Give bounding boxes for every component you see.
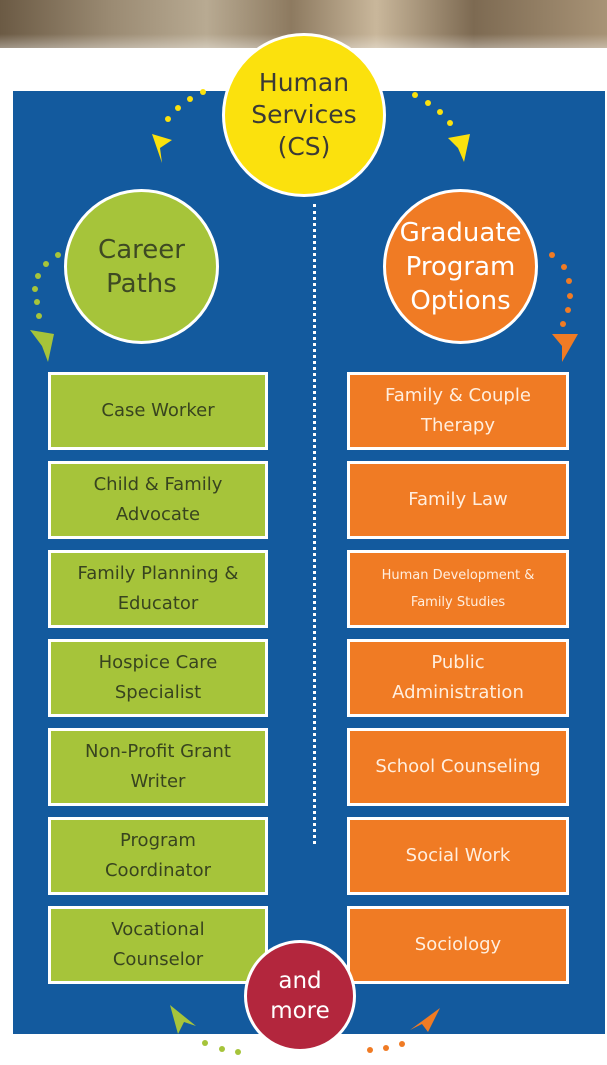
career-item-label: Writer [130,771,186,792]
graduate-item-family-law: Family Law [347,461,569,539]
career-item-label: Hospice Care [98,652,218,673]
career-item-family-planning-educator: Family Planning & Educator [48,550,268,628]
career-item-label: Case Worker [101,400,215,421]
career-item-vocational-counselor: Vocational Counselor [48,906,268,984]
career-item-hospice-care-specialist: Hospice Care Specialist [48,639,268,717]
career-item-label: Non-Profit Grant [85,741,231,762]
career-item-child-family-advocate: Child & Family Advocate [48,461,268,539]
and-more-circle: and more [244,940,356,1052]
arrow-more-to-graduate [367,1008,440,1053]
graduate-item-label: Human Development & [381,568,535,583]
graduate-item-label: Family & Couple [385,385,531,406]
graduate-item-label: School Counseling [375,756,541,777]
career-item-program-coordinator: Program Coordinator [48,817,268,895]
graduate-item-label: Sociology [414,934,502,955]
graduate-item-label: Family Studies [410,595,506,610]
career-item-case-worker: Case Worker [48,372,268,450]
graduate-options-circle: Graduate Program Options [383,189,538,344]
hub-line: Services [251,100,357,129]
human-services-hub: Human Services (CS) [222,33,386,197]
career-item-label: Program [120,830,196,851]
graduate-title-line: Program [405,251,516,282]
career-paths-circle: Career Paths [64,189,219,344]
career-item-label: Child & Family [93,474,223,495]
graduate-item-human-development-family-studies: Human Development & Family Studies [347,550,569,628]
more-line: and [278,968,322,994]
graduate-item-school-counseling: School Counseling [347,728,569,806]
career-title-line: Paths [106,268,177,299]
graduate-item-social-work: Social Work [347,817,569,895]
arrow-graduate-to-list [549,252,578,362]
graduate-title-line: Options [410,285,511,316]
arrow-more-to-career [170,1005,241,1055]
career-item-label: Vocational [111,919,205,940]
career-item-label: Counselor [112,949,204,970]
graduate-title-line: Graduate [399,217,522,248]
arrow-career-to-list [30,252,61,362]
graduate-item-label: Therapy [420,415,495,436]
arrow-hub-to-graduate [412,92,470,162]
hub-line: Human [258,68,350,97]
center-dotted-divider [313,204,316,844]
more-line: more [270,998,330,1024]
graduate-item-label: Public [431,652,485,673]
career-item-non-profit-grant-writer: Non-Profit Grant Writer [48,728,268,806]
graduate-item-public-administration: Public Administration [347,639,569,717]
graduate-item-family-couple-therapy: Family & Couple Therapy [347,372,569,450]
graduate-item-label: Administration [392,682,524,703]
career-item-label: Coordinator [104,860,211,881]
career-title-line: Career [98,234,185,265]
career-item-label: Educator [117,593,199,614]
graduate-item-sociology: Sociology [347,906,569,984]
arrow-hub-to-career [152,89,206,163]
career-item-label: Family Planning & [77,563,239,584]
graduate-item-label: Social Work [405,845,511,866]
hub-line: (CS) [277,132,331,161]
career-item-label: Advocate [115,504,201,525]
graduate-item-label: Family Law [408,489,508,510]
career-item-label: Specialist [114,682,202,703]
